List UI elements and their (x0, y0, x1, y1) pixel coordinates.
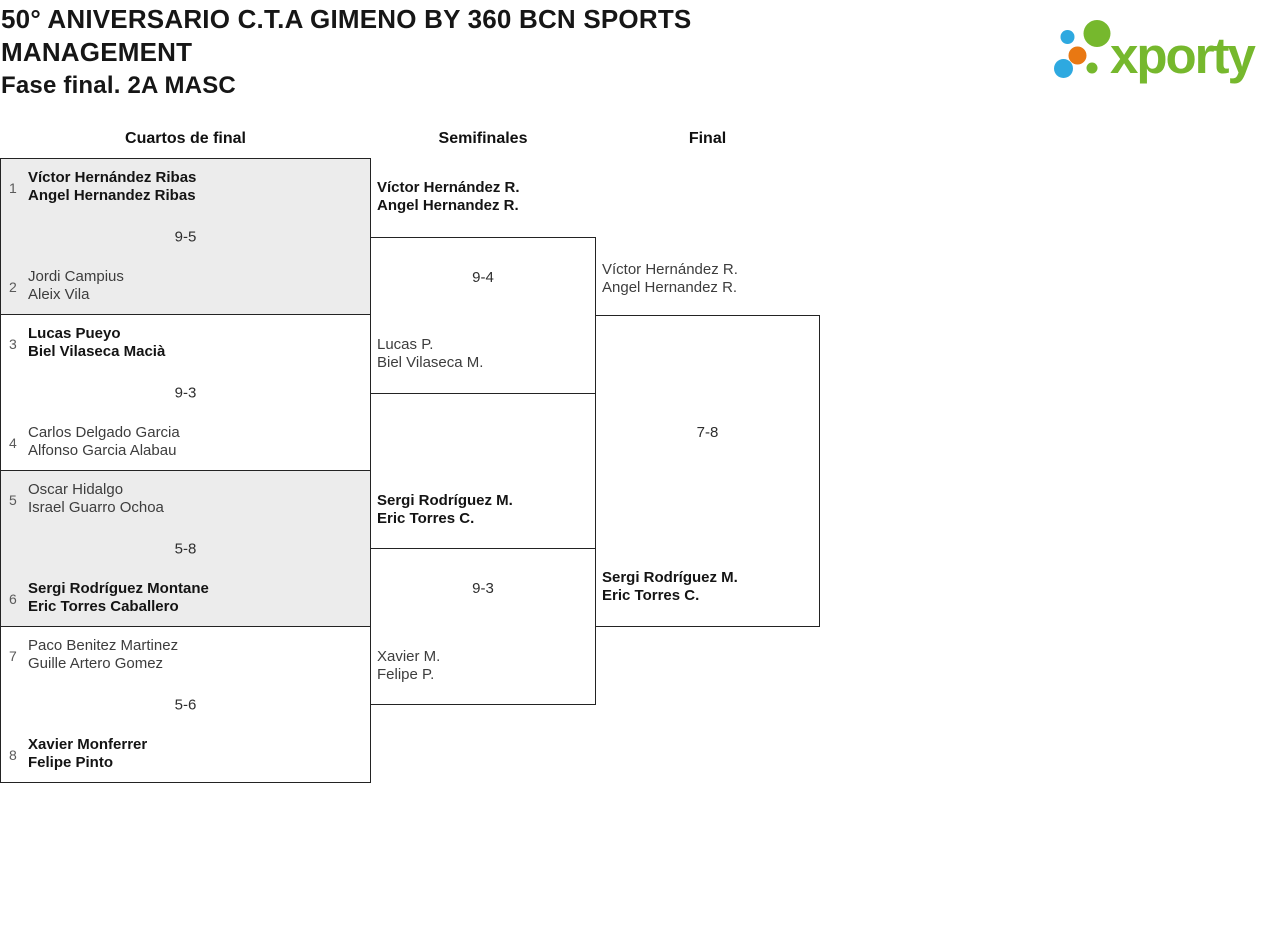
quarterfinal-match-1: 1 Víctor Hernández Ribas Angel Hernandez… (0, 158, 371, 315)
player-name: Xavier M. (377, 648, 441, 665)
page-title-line-1: 50° ANIVERSARIO C.T.A GIMENO BY 360 BCN … (1, 4, 692, 34)
player-name: Xavier Monferrer (28, 736, 148, 753)
round-header-semifinals: Semifinales (438, 130, 528, 147)
seed-number: 2 (9, 279, 17, 295)
team-names: Xavier Monferrer Felipe Pinto (28, 736, 147, 772)
player-name: Eric Torres C. (377, 510, 475, 527)
team-names: Carlos Delgado Garcia Alfonso Garcia Ala… (28, 424, 180, 460)
seed-number: 3 (9, 336, 17, 352)
logo-dot-blue-large-icon (1054, 59, 1073, 78)
logo-wordmark: xporty (1110, 27, 1257, 84)
round-header-final: Final (688, 130, 727, 147)
quarterfinal-match-4: 7 Paco Benitez Martinez Guille Artero Go… (0, 626, 371, 783)
page-subtitle: Fase final. 2A MASC (1, 72, 236, 99)
quarterfinal-match-2: 3 Lucas Pueyo Biel Vilaseca Macià 9-3 4 … (0, 314, 371, 471)
team-names: Sergi Rodríguez M. Eric Torres C. (377, 492, 513, 528)
player-name: Angel Hernandez R. (377, 197, 519, 214)
player-name: Biel Vilaseca Macià (28, 343, 166, 360)
seed-number: 4 (9, 435, 17, 451)
match-score: 7-8 (696, 424, 719, 441)
match-score: 5-8 (174, 540, 197, 557)
player-name: Angel Hernandez R. (602, 279, 738, 296)
logo-dot-green-large-icon (1083, 20, 1111, 47)
player-name: Eric Torres Caballero (28, 598, 179, 615)
team-names: Víctor Hernández R. Angel Hernandez R. (602, 261, 738, 297)
page-header: 50° ANIVERSARIO C.T.A GIMENO BY 360 BCN … (1, 3, 691, 102)
round-header-quarterfinals: Cuartos de final (125, 130, 246, 147)
team-names: Lucas P. Biel Vilaseca M. (377, 336, 483, 372)
player-name: Felipe P. (377, 666, 435, 683)
player-name: Lucas P. (377, 336, 434, 353)
player-name: Víctor Hernández R. (602, 261, 738, 278)
player-name: Víctor Hernández R. (377, 179, 520, 196)
logo-dot-green-small-icon (1086, 62, 1098, 74)
match-score: 9-5 (174, 228, 197, 245)
player-name: Felipe Pinto (28, 754, 114, 771)
page-title-line-2: MANAGEMENT (1, 37, 193, 67)
logo-dot-orange-icon (1068, 46, 1087, 65)
team-names: Sergi Rodríguez Montane Eric Torres Caba… (28, 580, 209, 616)
player-name: Biel Vilaseca M. (377, 354, 484, 371)
quarterfinal-match-3: 5 Oscar Hidalgo Israel Guarro Ochoa 5-8 … (0, 470, 371, 627)
player-name: Sergi Rodríguez M. (602, 569, 738, 586)
seed-number: 8 (9, 747, 17, 763)
player-name: Aleix Vila (28, 286, 90, 303)
match-score: 5-6 (174, 696, 197, 713)
player-name: Sergi Rodríguez M. (377, 492, 513, 509)
match-score: 9-3 (472, 580, 494, 597)
team-names: Lucas Pueyo Biel Vilaseca Macià (28, 325, 165, 361)
player-name: Sergi Rodríguez Montane (28, 580, 209, 597)
seed-number: 6 (9, 591, 17, 607)
player-name: Israel Guarro Ochoa (28, 499, 164, 516)
team-names: Sergi Rodríguez M. Eric Torres C. (602, 569, 738, 605)
match-score: 9-4 (472, 269, 494, 286)
team-names: Oscar Hidalgo Israel Guarro Ochoa (28, 481, 164, 517)
final-match-box (595, 315, 820, 627)
logo-dot-blue-small-icon (1060, 30, 1075, 44)
match-score: 9-3 (174, 384, 197, 401)
player-name: Carlos Delgado Garcia (28, 424, 180, 441)
player-name: Eric Torres C. (602, 587, 700, 604)
player-name: Oscar Hidalgo (28, 481, 124, 498)
player-name: Víctor Hernández Ribas (28, 169, 197, 186)
seed-number: 7 (9, 648, 17, 664)
xporty-logo[interactable]: xporty (1048, 8, 1278, 86)
player-name: Guille Artero Gomez (28, 655, 164, 672)
team-names: Xavier M. Felipe P. (377, 648, 440, 684)
player-name: Alfonso Garcia Alabau (28, 442, 177, 459)
seed-number: 1 (9, 180, 17, 196)
player-name: Paco Benitez Martinez (28, 637, 179, 654)
player-name: Lucas Pueyo (28, 325, 121, 342)
team-names: Paco Benitez Martinez Guille Artero Gome… (28, 637, 178, 673)
team-names: Jordi Campius Aleix Vila (28, 268, 124, 304)
player-name: Angel Hernandez Ribas (28, 187, 196, 204)
player-name: Jordi Campius (28, 268, 124, 285)
team-names: Víctor Hernández R. Angel Hernandez R. (377, 179, 520, 215)
team-names: Víctor Hernández Ribas Angel Hernandez R… (28, 169, 196, 205)
seed-number: 5 (9, 492, 17, 508)
